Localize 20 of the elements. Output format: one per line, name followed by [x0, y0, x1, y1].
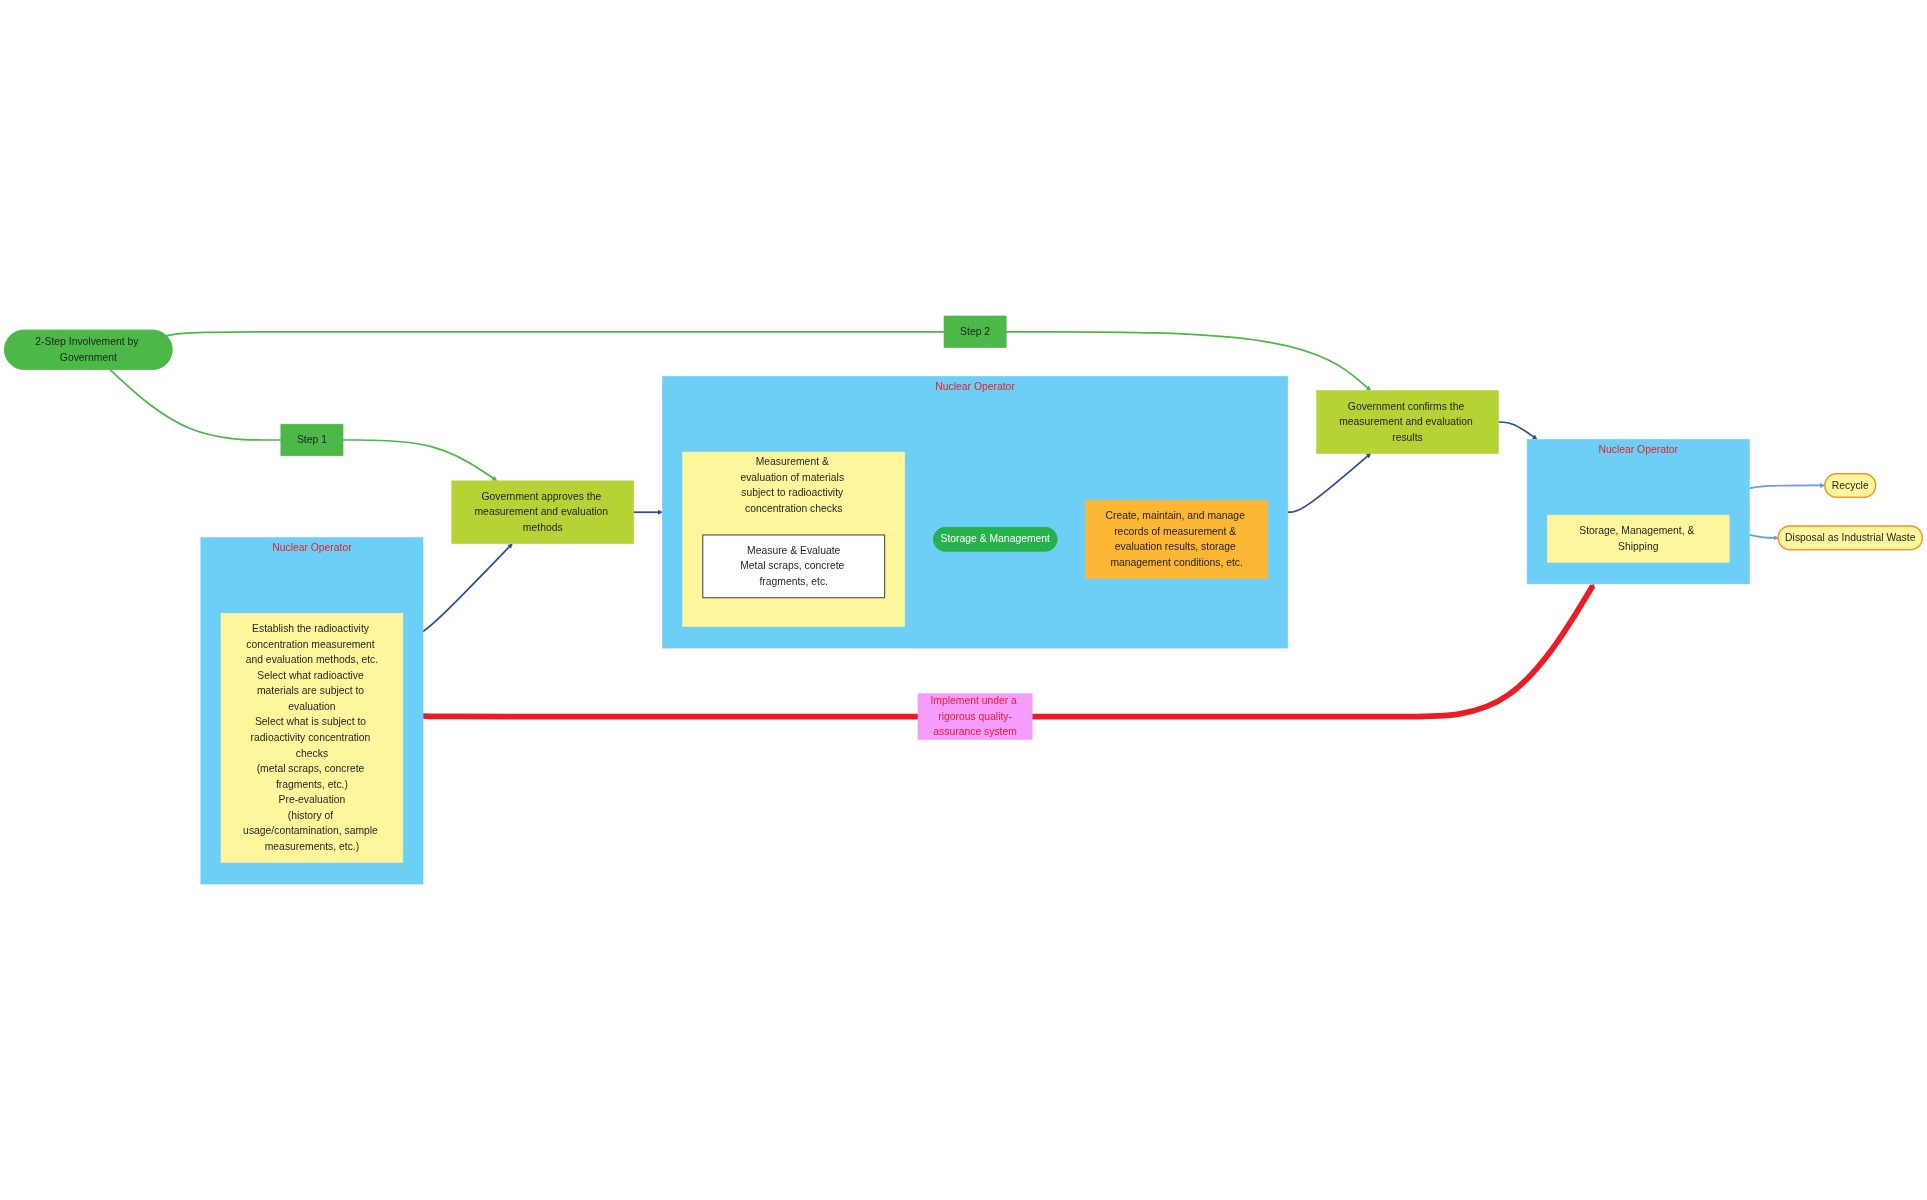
- arrow: [422, 543, 513, 633]
- arrow: [632, 509, 663, 515]
- node-box: Create, maintain, and manage records of measurement & evaluation results, storage management conditions, etc.: [1085, 499, 1268, 579]
- node-box: Government approves the measurement and evaluation methods: [451, 480, 634, 544]
- node-box: Establish the radioactivity concentration measurement and evaluation methods, etc. Select what radioactive materials are subject to evaluation Select what is subject to radioactivity concentration checks (metal scraps, concrete fragments, etc.) Pre-evaluation (history of usage/contamination, sample measurements, etc.): [220, 612, 404, 863]
- connector: [109, 368, 282, 441]
- node-box: Step 2: [943, 315, 1007, 348]
- connector: [165, 330, 945, 337]
- arrow: [1748, 482, 1826, 490]
- arrow: [1497, 421, 1538, 440]
- edge-label: Implement under a rigorous quality-assurance system: [930, 694, 1017, 738]
- arrow: [1286, 453, 1372, 514]
- arrow: [422, 583, 1596, 720]
- arrow: [1748, 533, 1779, 541]
- node-box: Measure & Evaluate Metal scraps, concrete fragments, etc.: [702, 534, 886, 599]
- arrow: [342, 439, 498, 482]
- arrow: [1005, 330, 1372, 391]
- node-box: Step 1: [280, 423, 344, 457]
- node-box: Storage, Management, & Shipping: [1547, 514, 1730, 563]
- node-box: Government confirms the measurement and evaluation results: [1316, 390, 1499, 454]
